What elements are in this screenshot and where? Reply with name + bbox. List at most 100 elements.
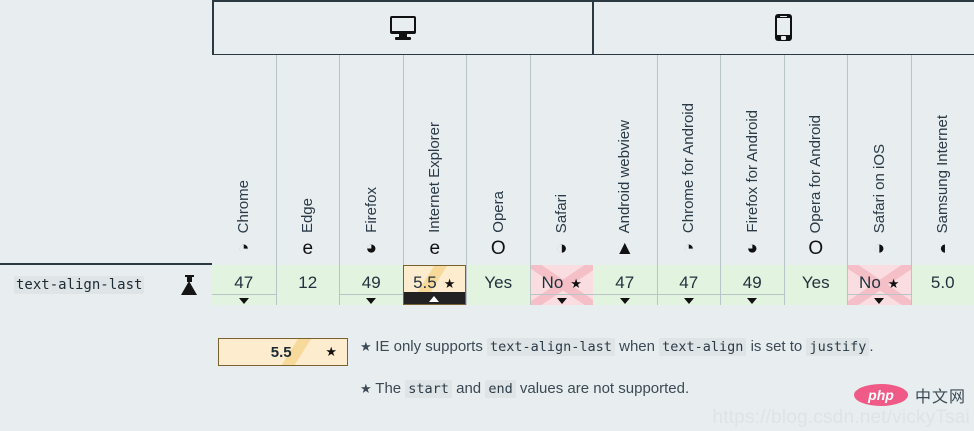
- footnote-star-icon: ★: [360, 381, 376, 396]
- support-cell-android-webview[interactable]: 47: [593, 265, 657, 305]
- footnote-star-icon: ★: [325, 344, 337, 359]
- support-cell-firefox-for-android[interactable]: 49: [720, 265, 784, 305]
- chevron-down-icon[interactable]: [366, 298, 377, 304]
- support-value: 49: [362, 273, 381, 293]
- support-value: 5.5★: [413, 273, 455, 293]
- support-cell-safari[interactable]: No ★: [529, 265, 593, 305]
- support-value: 5.0: [931, 273, 955, 293]
- footnote-star-icon: ★: [570, 275, 582, 291]
- support-value-text: 12: [298, 273, 318, 292]
- support-cell-opera-for-android[interactable]: Yes: [783, 265, 847, 305]
- browser-name: Edge: [299, 197, 317, 233]
- browser-name: Firefox for Android: [743, 110, 761, 233]
- support-detail-panel: 5.5 ★ ★ IE only supports text-align-last…: [212, 334, 974, 431]
- chevron-down-icon[interactable]: [619, 298, 630, 304]
- support-value-text: 5.5: [413, 273, 437, 292]
- php-logo: php 中文网: [853, 383, 966, 407]
- browser-header-android-webview[interactable]: Android webview▲: [593, 55, 657, 265]
- browser-name: Internet Explorer: [426, 122, 444, 233]
- support-value-text: Yes: [484, 273, 513, 292]
- php-logo-suffix: 中文网: [914, 389, 966, 406]
- browser-header-firefox-for-android[interactable]: Firefox for Android ◕: [720, 55, 784, 265]
- support-cell-firefox[interactable]: 49: [339, 265, 403, 305]
- browser-name: Firefox: [362, 187, 380, 233]
- support-value-text: No: [859, 273, 881, 292]
- footnote-star-icon: ★: [887, 275, 900, 291]
- flask-icon: [181, 275, 198, 295]
- chevron-down-icon[interactable]: [238, 298, 249, 304]
- support-cell-internet-explorer[interactable]: 5.5★: [402, 265, 466, 305]
- browser-header-safari-on-ios[interactable]: Safari on iOS ◑: [847, 55, 911, 265]
- support-value: No ★: [542, 273, 582, 293]
- chevron-down-icon[interactable]: [874, 298, 885, 304]
- watermark-url: https://blog.csdn.net/vickyTsai: [712, 407, 970, 428]
- support-value-text: No: [541, 273, 564, 292]
- support-value: 47: [234, 273, 253, 293]
- property-row-label[interactable]: text-align-last: [0, 265, 212, 305]
- footnote-star-icon: ★: [360, 339, 376, 354]
- support-cell-safari-on-ios[interactable]: No ★: [847, 265, 911, 305]
- footnote-text: values are not supported.: [515, 380, 690, 397]
- support-cell-chrome-for-android[interactable]: 47: [656, 265, 720, 305]
- support-value-text: Yes: [801, 273, 830, 292]
- version-chip-ie[interactable]: 5.5 ★: [218, 338, 348, 366]
- support-cell-chrome[interactable]: 47: [212, 265, 276, 305]
- monitor-icon: [389, 15, 416, 40]
- browser-header-firefox[interactable]: Firefox◕: [339, 55, 403, 265]
- chevron-down-icon[interactable]: [747, 298, 758, 304]
- support-cell-edge[interactable]: 12: [275, 265, 339, 305]
- browser-support-table: text-align-last Chrome◔E: [0, 0, 974, 306]
- inline-code: text-align-last: [487, 338, 615, 356]
- support-value: 49: [743, 273, 762, 293]
- cell-footer-rule: [530, 294, 593, 295]
- property-label-column: text-align-last: [0, 0, 212, 306]
- browser-header-chrome[interactable]: Chrome◔: [212, 55, 276, 265]
- inline-code: start: [405, 380, 452, 398]
- footnote-text: The: [375, 380, 406, 397]
- version-chip-value: 5.5: [270, 343, 292, 361]
- support-value-text: 47: [234, 273, 254, 292]
- inline-code: end: [485, 380, 516, 398]
- browser-header-safari[interactable]: Safari◑: [529, 55, 593, 265]
- browser-name: Safari on iOS: [870, 143, 888, 233]
- support-cell-opera[interactable]: Yes: [466, 265, 530, 305]
- browser-header-samsung-internet[interactable]: Samsung Internet ◖: [910, 55, 974, 265]
- cell-footer-rule: [340, 294, 403, 295]
- cell-footer-rule: [848, 294, 911, 295]
- firefox-logo-icon: ◕: [746, 237, 758, 259]
- collapse-detail-button[interactable]: [403, 292, 465, 304]
- chevron-down-icon[interactable]: [683, 298, 694, 304]
- footnote-text: IE only supports: [375, 338, 488, 355]
- chevron-down-icon[interactable]: [556, 298, 567, 304]
- inline-code: text-align: [659, 338, 747, 356]
- safari-logo-icon: ◑: [556, 237, 568, 259]
- browser-header-chrome-for-android[interactable]: Chrome for Android ◔: [656, 55, 720, 265]
- support-cell-samsung-internet[interactable]: 5.0: [910, 265, 974, 305]
- footnote-list: ★ IE only supports text-align-last when …: [360, 334, 960, 418]
- browser-name: Chrome for Android: [680, 102, 698, 233]
- footnote-2: ★ The start and end values are not suppo…: [360, 376, 960, 402]
- samsung-logo-icon: ◖: [937, 237, 949, 259]
- support-value: 12: [298, 273, 317, 293]
- inline-code: justify: [806, 338, 870, 356]
- cell-footer-rule: [657, 294, 720, 295]
- footnote-1: ★ IE only supports text-align-last when …: [360, 334, 960, 360]
- footnote-text: .: [869, 338, 874, 355]
- php-logo-text: php: [868, 387, 894, 403]
- support-value-text: 47: [615, 273, 635, 292]
- support-value: Yes: [802, 273, 830, 293]
- safari-logo-icon: ◑: [873, 237, 885, 259]
- browser-name: Samsung Internet: [934, 114, 952, 233]
- cell-footer-rule: [212, 294, 276, 295]
- cell-footer-rule: [593, 294, 657, 295]
- browser-name: Android webview: [616, 119, 634, 233]
- chrome-logo-icon: ◔: [683, 237, 695, 259]
- browser-name: Chrome: [235, 179, 253, 233]
- support-value-text: 49: [361, 273, 381, 292]
- support-value: No ★: [859, 273, 899, 293]
- footnote-text: when: [614, 338, 660, 355]
